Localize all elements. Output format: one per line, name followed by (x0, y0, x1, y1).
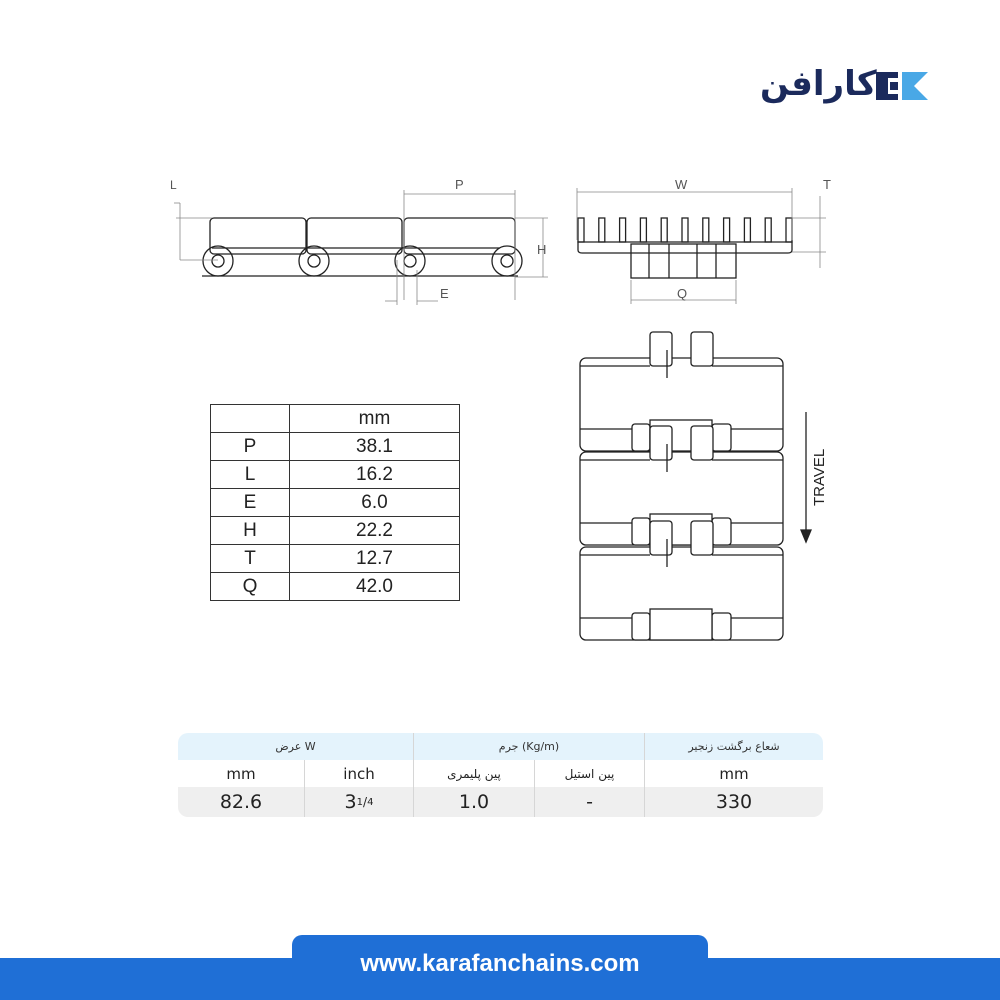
website-link[interactable]: www.karafanchains.com (360, 950, 640, 977)
label-H: H (537, 242, 546, 257)
top-view (579, 331, 784, 641)
label-T: T (823, 177, 831, 192)
tooth (577, 217, 585, 243)
travel-label: TRAVEL (811, 449, 828, 506)
tooth (660, 217, 668, 243)
unit-header: mm (289, 404, 460, 433)
side-view: L P H E (170, 177, 548, 305)
width-header: عرض W (178, 733, 414, 760)
tooth (722, 217, 731, 243)
footer-bar (0, 958, 1000, 1000)
radius-header: شعاع برگشت زنجیر (688, 740, 780, 753)
label-L: L (170, 178, 177, 192)
tooth (681, 217, 689, 243)
mass-header: جرم (Kg/m) (414, 733, 645, 760)
spec-subheader-row: mm inch پین پلیمری پین استیل mm (178, 760, 823, 787)
tooth (785, 217, 793, 243)
tooth (618, 217, 627, 243)
tooth (743, 217, 752, 243)
label-E: E (440, 286, 449, 301)
logo-wordmark: کارافن (760, 64, 877, 104)
tooth (639, 217, 648, 243)
table-header-row: mm (210, 404, 460, 433)
spec-table: عرض W جرم (Kg/m) شعاع برگشت زنجیر mm inc… (178, 733, 823, 817)
logo-icon (876, 72, 928, 100)
label-P: P (455, 177, 464, 192)
label-Q: Q (677, 286, 687, 301)
tooth (764, 217, 772, 243)
chain-technical-drawing: L P H E W T Q TRAVEL (170, 177, 831, 641)
travel-arrow: TRAVEL (800, 412, 828, 544)
front-view: W T Q (576, 177, 831, 304)
spec-header-row: عرض W جرم (Kg/m) شعاع برگشت زنجیر (178, 733, 823, 761)
tooth (598, 217, 606, 243)
tooth (702, 217, 710, 243)
label-W: W (675, 177, 688, 192)
